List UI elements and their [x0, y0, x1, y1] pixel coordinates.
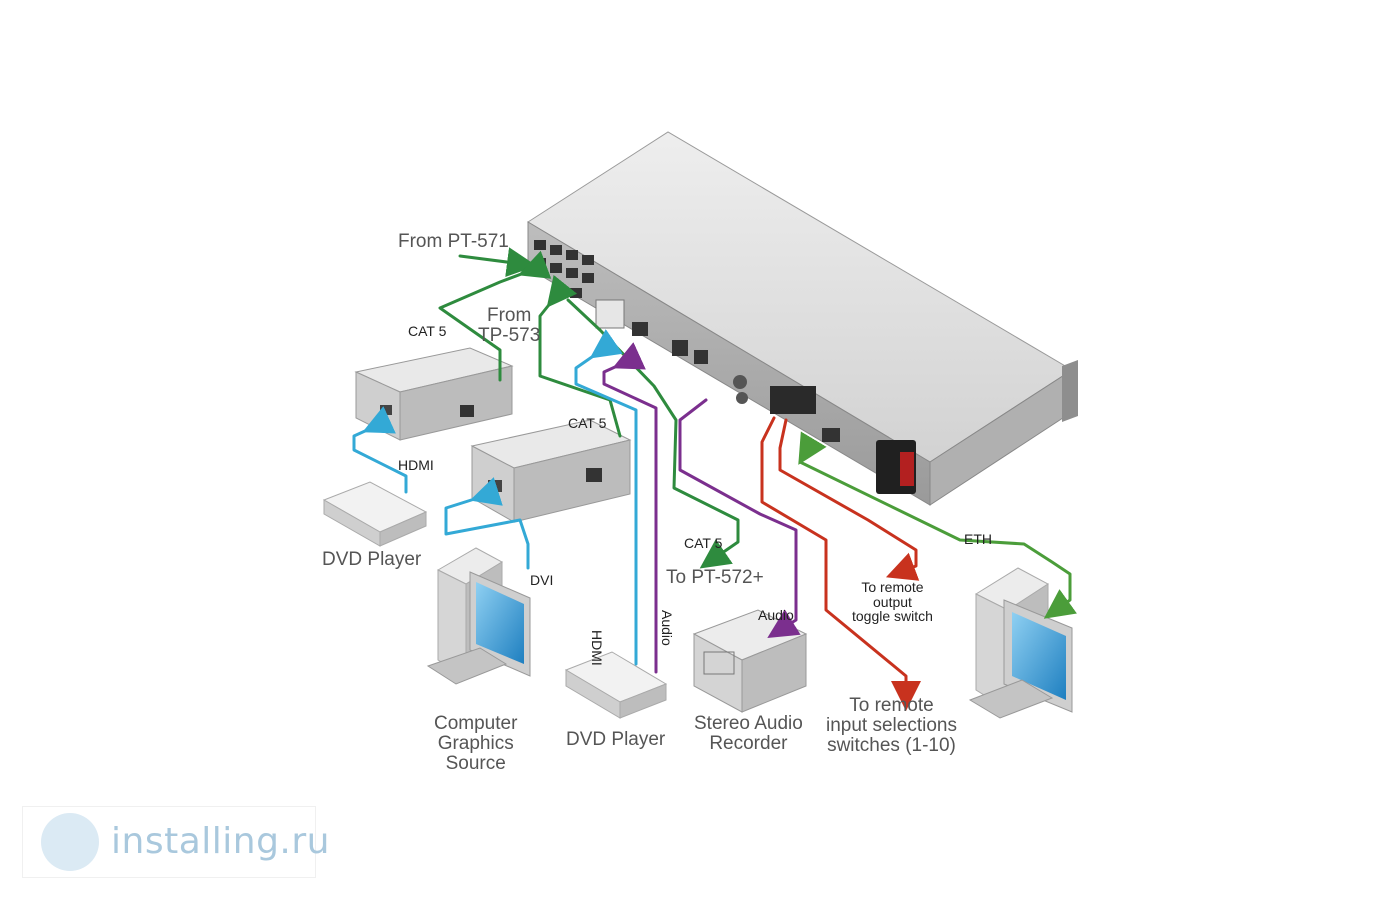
label-remote-input-line3: switches (1-10) — [827, 734, 956, 756]
label-computer-line2: Graphics — [437, 732, 514, 754]
dvd-player-center — [564, 651, 668, 719]
label-remote-input-selections: To remote input selections switches (1-1… — [826, 696, 957, 756]
label-remote-output-toggle: To remote output toggle switch — [852, 580, 933, 624]
label-computer-line1: Computer — [434, 713, 518, 734]
label-cat5-b: CAT 5 — [568, 415, 607, 431]
label-computer-graphics-source: Computer Graphics Source — [434, 714, 517, 774]
computer-graphics-source — [426, 547, 531, 685]
cables — [352, 247, 1077, 711]
label-audio-a: Audio — [659, 610, 675, 646]
label-from-tp573-line1: From — [486, 305, 532, 326]
watermark-logo-icon — [41, 813, 99, 871]
label-stereo-audio-recorder: Stereo Audio Recorder — [694, 714, 803, 754]
label-cat5-a: CAT 5 — [408, 323, 447, 339]
label-remote-output-line2: output — [873, 593, 912, 610]
label-hdmi-a: HDMI — [398, 457, 434, 473]
label-dvd-player-left: DVD Player — [322, 549, 422, 570]
label-eth: ETH — [964, 531, 992, 547]
label-remote-output-line3: toggle switch — [852, 608, 933, 625]
label-recorder-line1: Stereo Audio — [694, 713, 803, 734]
label-dvi: DVI — [530, 572, 554, 588]
label-to-pt572: To PT-572+ — [666, 567, 764, 588]
dvd-player-left — [322, 481, 428, 547]
label-cat5-c: CAT 5 — [684, 535, 723, 551]
remote-pc — [968, 567, 1073, 719]
label-remote-input-line2: input selections — [826, 714, 957, 736]
watermark: installing.ru — [22, 806, 329, 878]
label-hdmi-b: HDMI — [589, 630, 605, 666]
label-remote-output-line1: To remote — [861, 579, 924, 595]
label-dvd-player-center: DVD Player — [566, 729, 666, 750]
label-computer-line3: Source — [445, 752, 506, 774]
label-from-tp573-line2: TP-573 — [478, 324, 541, 346]
watermark-text: installing.ru — [111, 821, 330, 862]
label-recorder-line2: Recorder — [709, 732, 788, 754]
transmitter-box-lower — [470, 419, 632, 523]
label-remote-input-line1: To remote — [849, 695, 934, 716]
transmitter-box-upper — [354, 347, 514, 441]
label-audio-b: Audio — [758, 607, 794, 623]
label-from-tp573: From TP-573 — [478, 306, 540, 346]
label-from-pt571: From PT-571 — [398, 231, 509, 252]
